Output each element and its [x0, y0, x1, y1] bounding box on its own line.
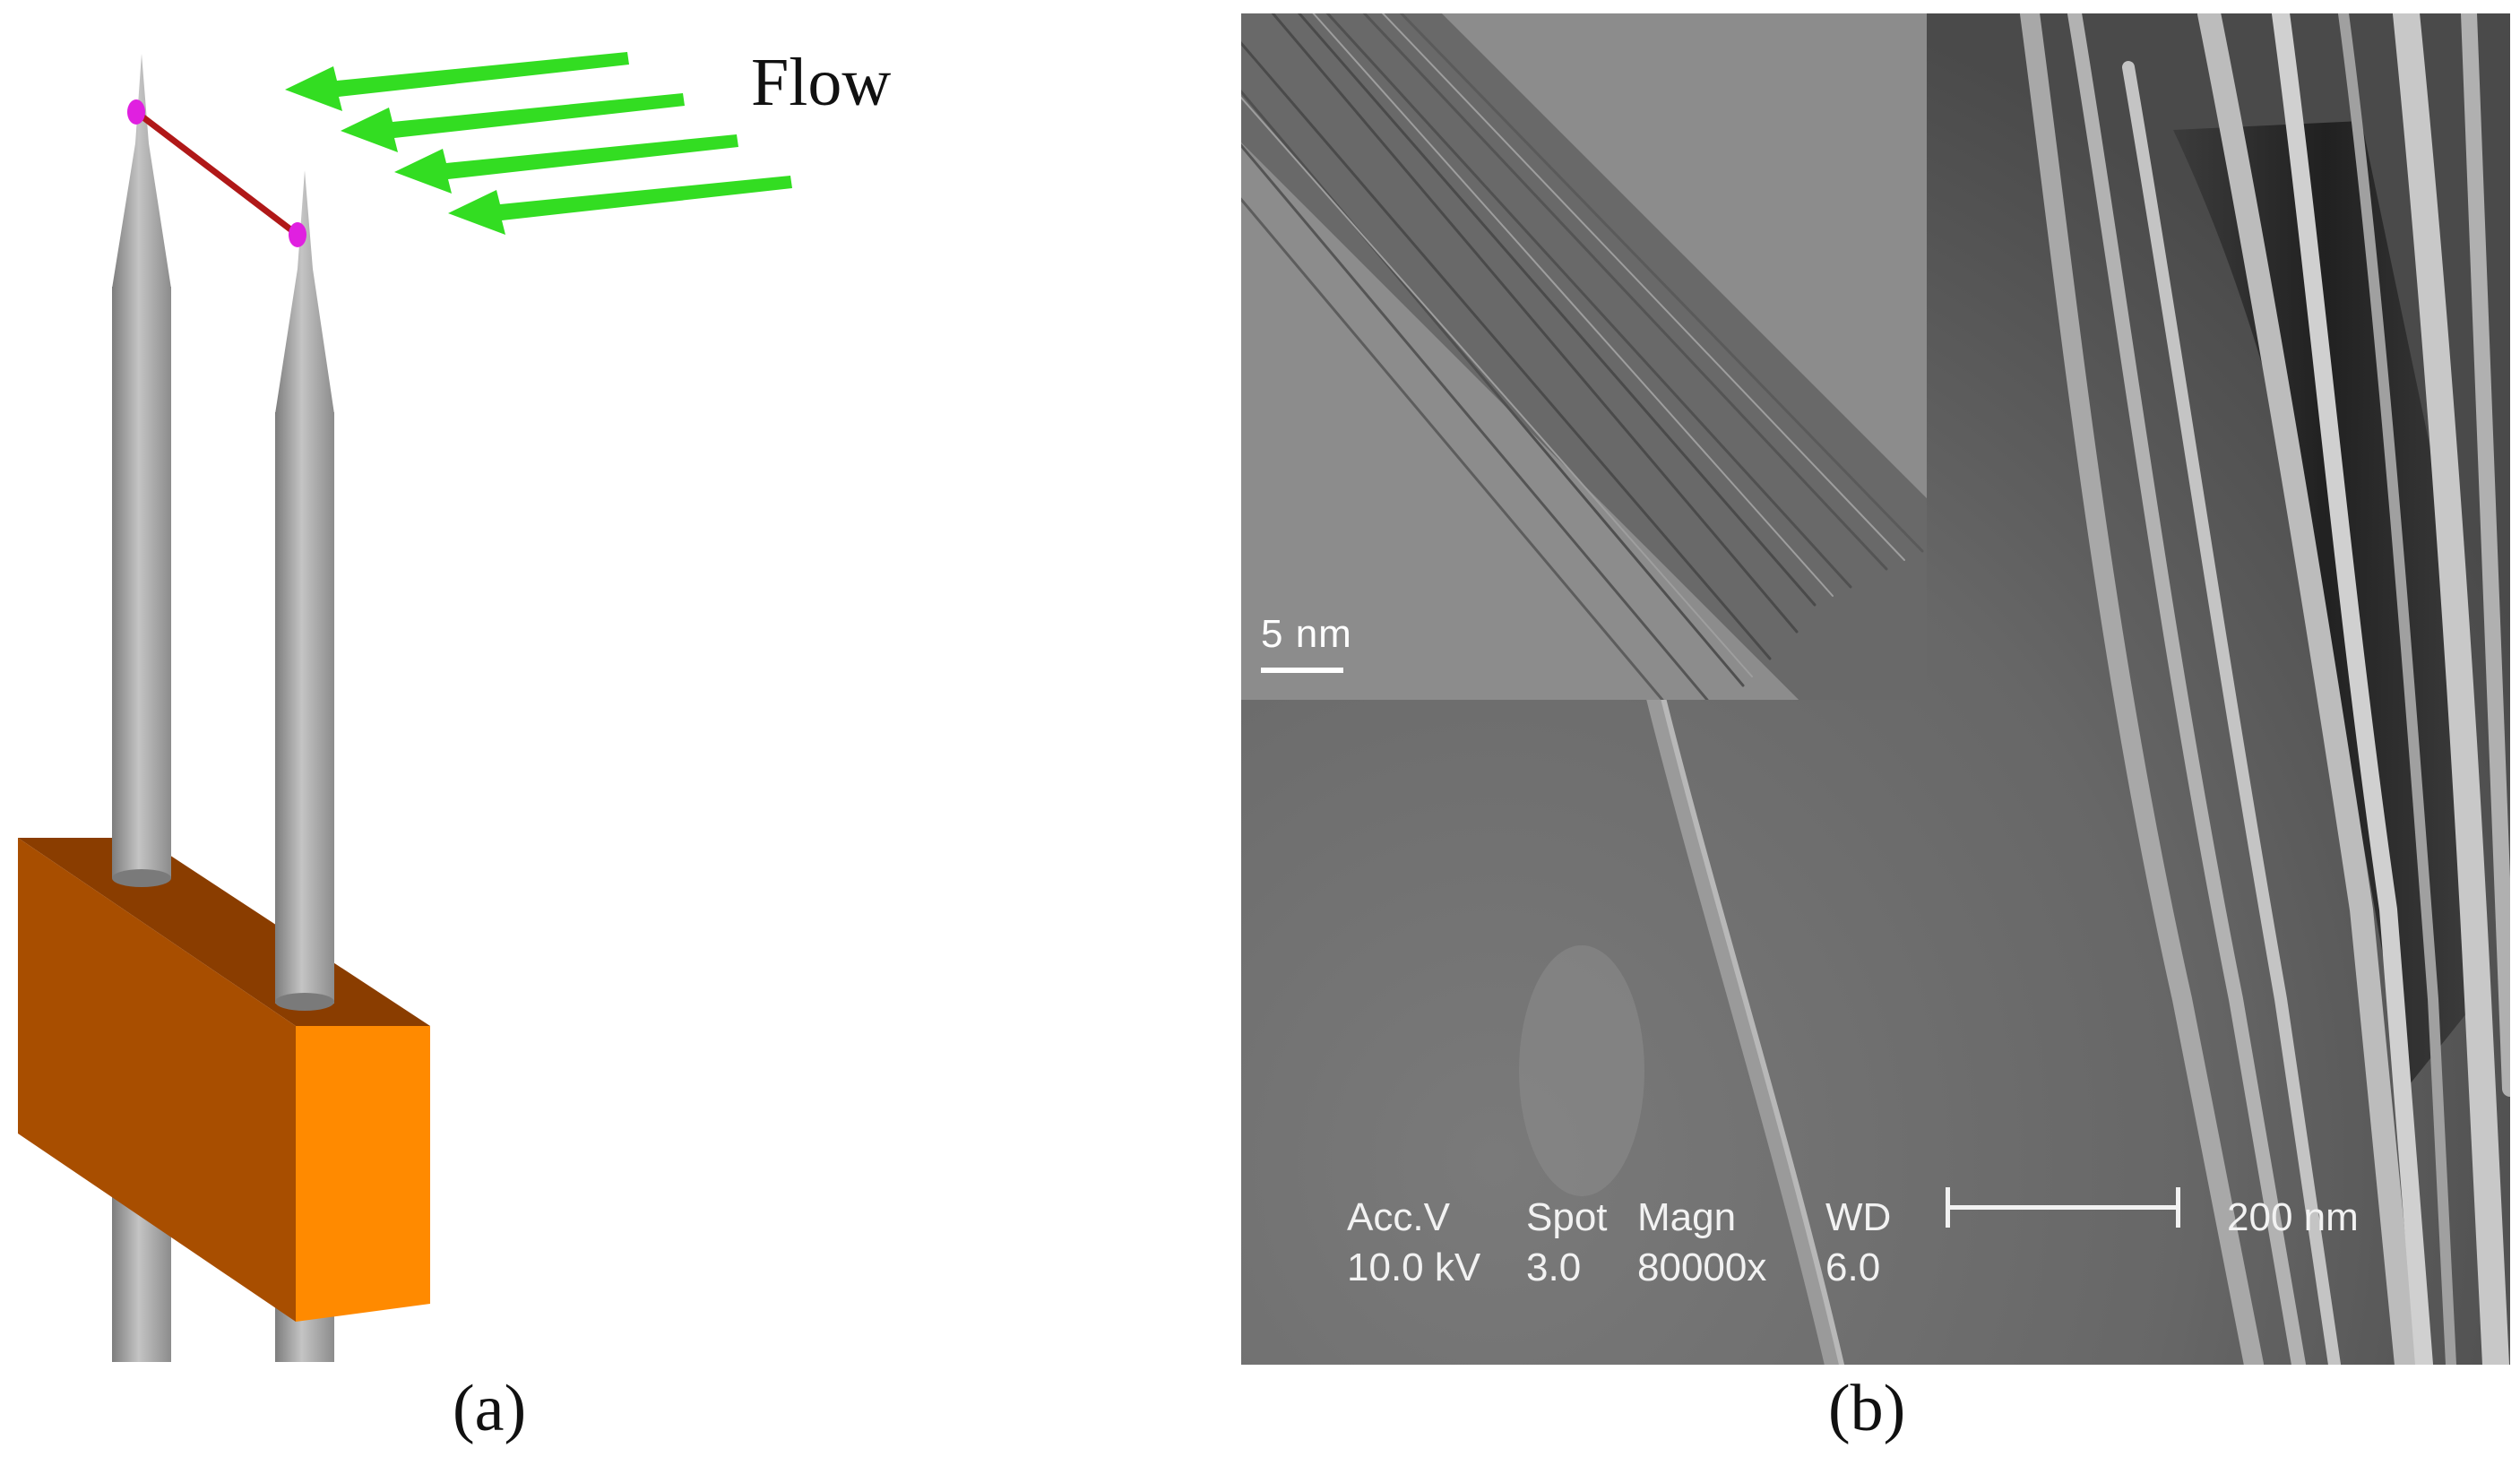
flow-arrow-2	[341, 93, 685, 152]
block-side-face	[296, 1026, 430, 1322]
nanotube-wire	[134, 109, 300, 237]
sem-value-spot: 3.0	[1526, 1246, 1582, 1289]
flow-arrow-3	[394, 134, 738, 194]
left-needle	[112, 54, 171, 887]
panel-b-caption: (b)	[1828, 1372, 1906, 1445]
probe-schematic	[18, 52, 792, 1362]
right-needle	[275, 170, 334, 1011]
sem-value-magn: 80000x	[1637, 1246, 1767, 1289]
sem-scale-bar	[1946, 1187, 2180, 1228]
flow-arrow-4	[448, 176, 792, 235]
flow-label: Flow	[751, 45, 892, 120]
panel-a-caption: (a)	[453, 1372, 527, 1445]
tem-inset: 5 nm	[1241, 13, 1927, 700]
sem-value-accv: 10.0 kV	[1347, 1246, 1481, 1289]
tem-scale-label: 5 nm	[1261, 612, 1352, 656]
flow-arrows	[285, 52, 792, 235]
tem-image	[1241, 13, 1927, 700]
sem-scale-label: 200 nm	[2227, 1195, 2359, 1239]
sem-header-wd: WD	[1825, 1195, 1892, 1239]
sem-header-accv: Acc.V	[1347, 1195, 1450, 1239]
flow-arrow-1	[285, 52, 629, 111]
sem-micrograph: 5 nm Acc.V Spot Magn WD 10.0 kV 3.0 8000…	[1241, 13, 2510, 1365]
sem-value-wd: 6.0	[1825, 1246, 1881, 1289]
sem-header-spot: Spot	[1526, 1195, 1608, 1239]
left-contact-point	[127, 99, 145, 125]
right-contact-point	[289, 222, 306, 247]
block-front-face	[18, 838, 296, 1322]
tem-scale-bar	[1261, 668, 1343, 673]
sem-header-magn: Magn	[1637, 1195, 1737, 1239]
